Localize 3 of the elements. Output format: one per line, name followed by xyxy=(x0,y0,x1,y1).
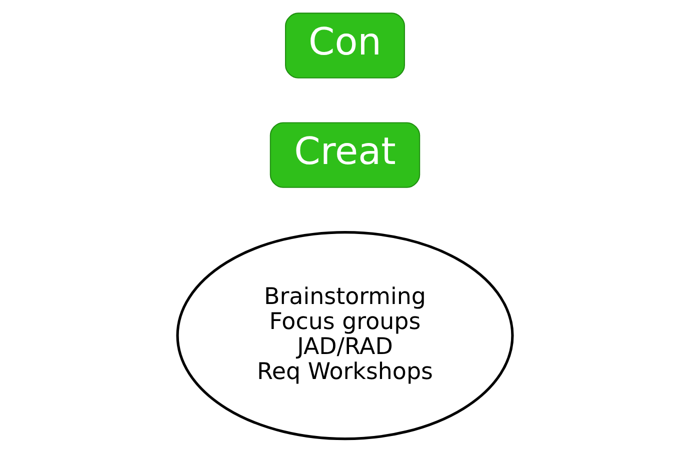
node-box: Con xyxy=(285,12,405,78)
node-box: Creat xyxy=(270,122,420,188)
node-ellipse: Brainstorming Focus groups JAD/RAD Req Workshops xyxy=(176,230,514,440)
